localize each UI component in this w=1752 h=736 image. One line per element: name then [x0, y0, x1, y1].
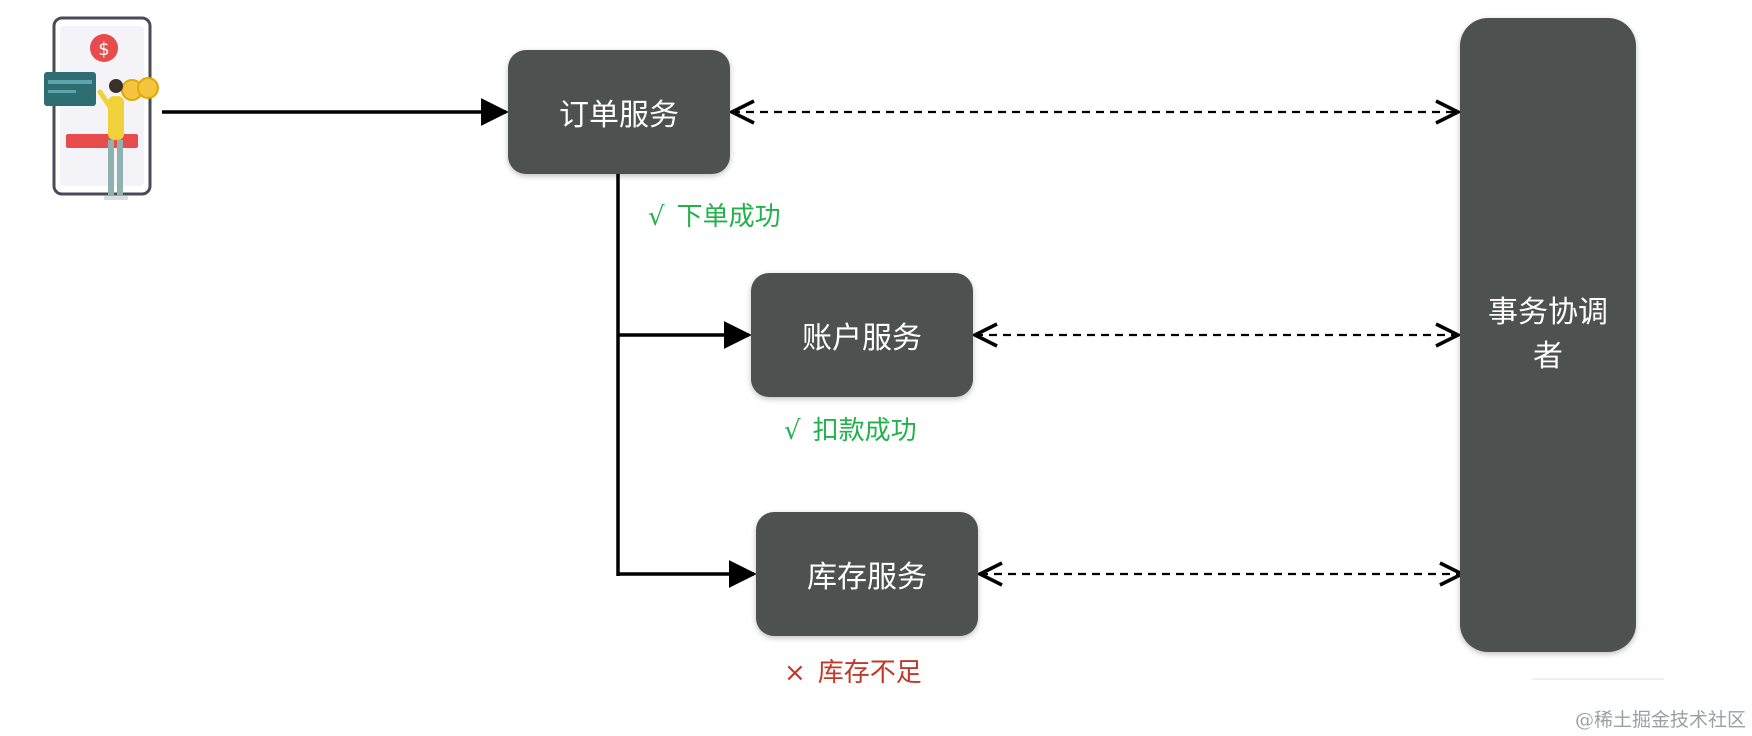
account-status-text: 扣款成功: [812, 416, 917, 446]
cross-mark-icon: ×: [784, 658, 806, 688]
inventory-status-text: 库存不足: [817, 658, 922, 688]
user-paying-on-phone-icon: $: [44, 16, 159, 200]
account-service-node: 账户服务: [751, 273, 973, 397]
order-status: √ 下单成功: [648, 196, 781, 233]
inventory-service-label: 库存服务: [807, 560, 927, 595]
order-status-text: 下单成功: [676, 202, 781, 232]
order-service-label: 订单服务: [559, 98, 679, 133]
transaction-coordinator-label: 事务协调者: [1488, 295, 1608, 374]
inventory-service-node: 库存服务: [756, 512, 978, 636]
check-mark-icon: √: [648, 202, 665, 232]
transaction-coordinator-node: 事务协调者: [1460, 18, 1636, 652]
account-status: √ 扣款成功: [784, 410, 917, 447]
svg-text:$: $: [98, 39, 109, 60]
watermark: @稀土掘金技术社区: [1574, 709, 1746, 731]
inventory-status: × 库存不足: [784, 652, 922, 689]
faint-divider: [1532, 678, 1664, 680]
order-service-node: 订单服务: [508, 50, 730, 174]
check-mark-icon: √: [784, 416, 801, 446]
account-service-label: 账户服务: [802, 321, 922, 356]
